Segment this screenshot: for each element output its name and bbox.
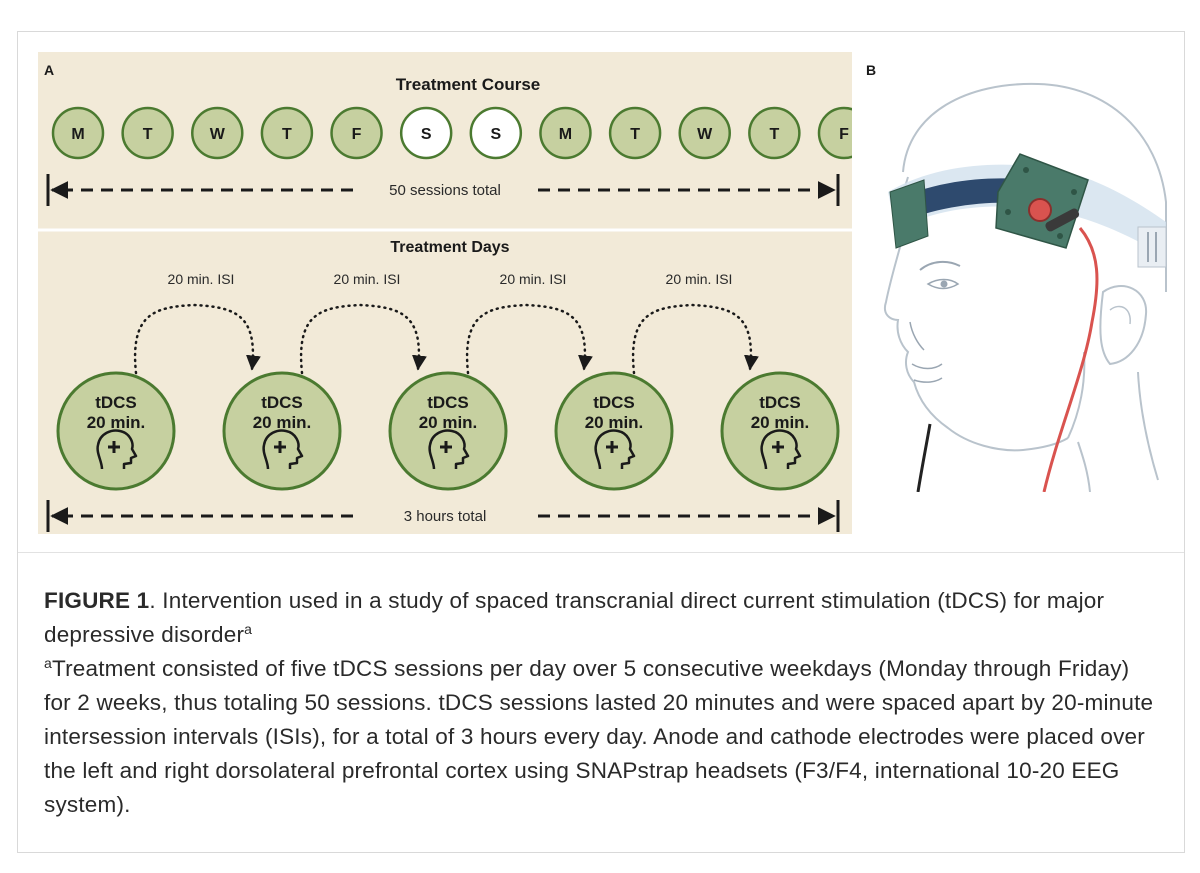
- session-line1: tDCS: [759, 393, 801, 412]
- head-plus-icon: [428, 429, 470, 470]
- isi-label: 20 min. ISI: [500, 271, 567, 287]
- day-letter: S: [490, 126, 501, 143]
- day-letter: T: [143, 126, 153, 143]
- head-with-headset-icon: [884, 82, 1167, 492]
- day-circle: [539, 106, 592, 160]
- day-letter: F: [839, 126, 849, 143]
- head-plus-icon: [594, 429, 636, 470]
- day-letter: T: [769, 126, 779, 143]
- day-letter: F: [352, 126, 362, 143]
- isi-label: 20 min. ISI: [168, 271, 235, 287]
- day-circle: [51, 106, 105, 160]
- day-circle: [608, 106, 662, 160]
- plus-sign-icon: [772, 441, 784, 453]
- day-circle: [469, 106, 523, 160]
- day-letter: W: [210, 126, 226, 143]
- treatment-days-title: Treatment Days: [390, 239, 509, 256]
- isi-arc-arrow: [299, 303, 427, 375]
- sessions-total-label: 50 sessions total: [389, 182, 501, 199]
- session-line1: tDCS: [261, 393, 303, 412]
- figure-caption: FIGURE 1. Intervention used in a study o…: [44, 584, 1154, 822]
- day-circle: [121, 106, 174, 160]
- isi-label: 20 min. ISI: [666, 271, 733, 287]
- plus-sign-icon: [274, 441, 286, 453]
- caption-title-footnote-marker: a: [244, 621, 253, 637]
- caption-note-text: Treatment consisted of five tDCS session…: [44, 656, 1154, 817]
- session-line2: 20 min.: [585, 413, 644, 432]
- figure-label: FIGURE 1: [44, 588, 150, 613]
- session-line2: 20 min.: [253, 413, 312, 432]
- caption-title-text: . Intervention used in a study of spaced…: [44, 588, 1105, 647]
- head-plus-icon: [262, 429, 304, 470]
- session-line1: tDCS: [95, 393, 137, 412]
- day-letter: T: [282, 126, 292, 143]
- isi-arc-arrow: [133, 303, 261, 375]
- session-line2: 20 min.: [87, 413, 146, 432]
- caption-note-footnote-marker: a: [44, 655, 52, 671]
- day-letter: S: [421, 126, 432, 143]
- day-circle: [748, 106, 801, 160]
- day-circle: [191, 106, 244, 160]
- isi-label: 20 min. ISI: [334, 271, 401, 287]
- treatment-course-title: Treatment Course: [396, 75, 541, 94]
- session-line1: tDCS: [593, 393, 635, 412]
- panel-b-headset-illustration: B: [848, 52, 1168, 492]
- plus-sign-icon: [440, 441, 452, 453]
- day-letter: M: [559, 126, 572, 143]
- day-circle: [678, 106, 731, 160]
- caption-note: aTreatment consisted of five tDCS sessio…: [44, 652, 1154, 822]
- panel-b-label: B: [866, 62, 877, 78]
- day-letter: M: [71, 126, 84, 143]
- day-circle: [817, 106, 852, 160]
- session-line2: 20 min.: [419, 413, 478, 432]
- head-plus-icon: [760, 429, 802, 470]
- plus-sign-icon: [606, 441, 618, 453]
- day-circle: [399, 106, 453, 160]
- day-letter: T: [630, 126, 640, 143]
- day-circle: [330, 106, 383, 160]
- day-circle: [260, 106, 314, 160]
- isi-arc-arrow: [631, 303, 759, 375]
- caption-title: FIGURE 1. Intervention used in a study o…: [44, 584, 1154, 652]
- plus-sign-icon: [108, 441, 120, 453]
- isi-arc-arrow: [465, 303, 593, 375]
- hours-total-label: 3 hours total: [404, 508, 487, 525]
- session-line1: tDCS: [427, 393, 469, 412]
- head-plus-icon: [96, 429, 138, 470]
- day-letter: W: [697, 126, 713, 143]
- panel-a-label: A: [44, 62, 55, 78]
- session-line2: 20 min.: [751, 413, 810, 432]
